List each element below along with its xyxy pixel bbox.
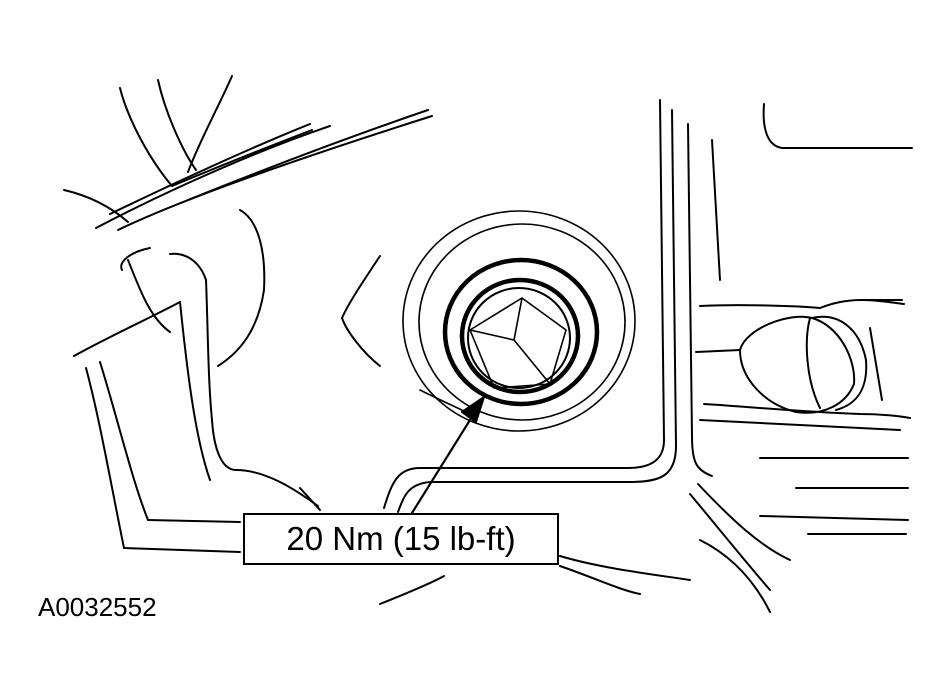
drain-plug — [402, 210, 636, 432]
torque-spec-callout: 20 Nm (15 lb-ft) — [243, 513, 559, 565]
hex-head — [469, 297, 567, 389]
figure-id-label: A0032552 — [38, 592, 157, 622]
torque-spec-label: 20 Nm (15 lb-ft) — [286, 520, 516, 557]
left-housing-lines — [63, 75, 433, 421]
bottom-lines — [379, 555, 691, 605]
pan-outline — [341, 99, 721, 513]
callout-leader-arrow — [410, 396, 485, 515]
right-side-lines — [689, 103, 913, 613]
left-rail-lines — [85, 301, 321, 553]
